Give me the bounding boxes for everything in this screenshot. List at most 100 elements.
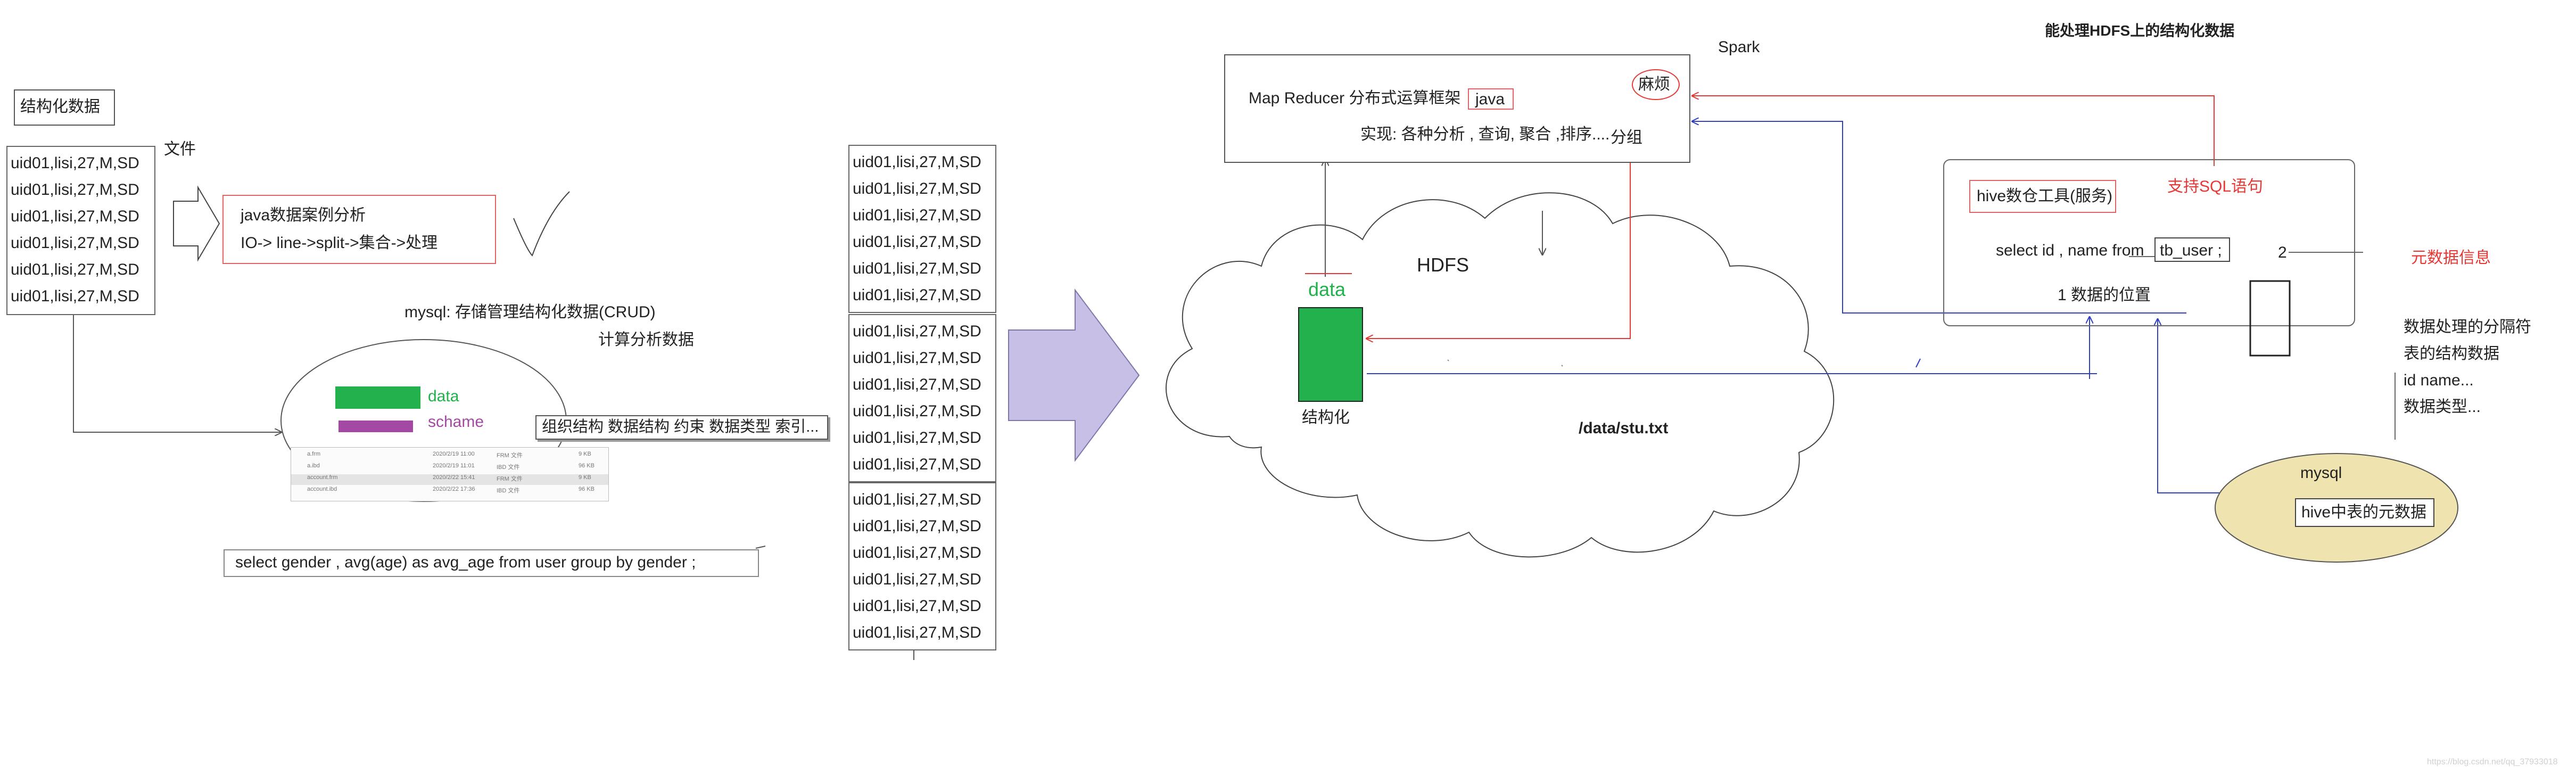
mysql-data-block — [335, 386, 420, 409]
blue-hive-to-mr-connector — [1692, 121, 2186, 314]
file-type: IBD 文件 — [497, 488, 520, 494]
sql-support-label: 支持SQL语句 — [2167, 178, 2264, 195]
java-tag: java — [1475, 90, 1505, 108]
file-list-row: a.frm 2020/2/19 11:00 FRM 文件 9 KB — [291, 451, 608, 461]
file-rows-box: uid01,lisi,27,M,SD uid01,lisi,27,M,SD ui… — [6, 146, 155, 315]
file-label: 文件 — [164, 141, 196, 158]
blue-mysql-to-hive-connector — [2158, 319, 2225, 493]
trouble-circle — [1632, 69, 1680, 100]
data-row: uid01,lisi,27,M,SD — [853, 571, 981, 588]
data-row: uid01,lisi,27,M,SD — [853, 260, 981, 277]
hdfs-path: /data/stu.txt — [1579, 419, 1669, 437]
file-row: uid01,lisi,27,M,SD — [11, 234, 139, 252]
hdfs-data-block — [1298, 307, 1363, 402]
hdfs-data-label: data — [1308, 278, 1346, 300]
data-row: uid01,lisi,27,M,SD — [853, 376, 981, 393]
file-row: uid01,lisi,27,M,SD — [11, 208, 139, 225]
org-structure-label: 组织结构 数据结构 约束 数据类型 索引... — [542, 418, 819, 435]
file-list-thumbnail: a.frm 2020/2/19 11:00 FRM 文件 9 KB a.ibd … — [291, 447, 609, 501]
data-row: uid01,lisi,27,M,SD — [853, 180, 981, 197]
hdfs-cloud — [1165, 192, 1835, 558]
data-block-2: uid01,lisi,27,M,SD uid01,lisi,27,M,SD ui… — [848, 314, 996, 482]
java-analysis-line1: java数据案例分析 — [241, 207, 366, 224]
file-row: uid01,lisi,27,M,SD — [11, 287, 139, 305]
data-row: uid01,lisi,27,M,SD — [853, 544, 981, 562]
file-list-row: account.ibd 2020/2/22 17:36 IBD 文件 96 KB — [291, 486, 608, 497]
java-analysis-line2: IO-> line->split->集合->处理 — [241, 234, 438, 252]
mysql-schame-label: schame — [428, 413, 484, 431]
metadata-item: id name... — [2404, 372, 2474, 389]
table-name: tb_user ; — [2160, 242, 2222, 259]
trouble-label: 麻烦 — [1638, 76, 1670, 93]
structured-data-title-box — [14, 89, 115, 126]
data-row: uid01,lisi,27,M,SD — [853, 153, 981, 171]
hive-query-prefix: select id , name from — [1996, 242, 2144, 259]
data-row: uid01,lisi,27,M,SD — [853, 517, 981, 535]
sql-text: select gender , avg(age) as avg_age from… — [235, 554, 696, 571]
file-date: 2020/2/22 17:36 — [433, 486, 475, 492]
data-row: uid01,lisi,27,M,SD — [853, 597, 981, 615]
file-list-row: account.frm 2020/2/22 15:41 FRM 文件 9 KB — [291, 474, 608, 485]
data-row: uid01,lisi,27,M,SD — [853, 491, 981, 508]
data-row: uid01,lisi,27,M,SD — [853, 402, 981, 420]
file-size: 96 KB — [579, 463, 595, 469]
data-block-3: uid01,lisi,27,M,SD uid01,lisi,27,M,SD ui… — [848, 482, 996, 650]
file-name: a.ibd — [307, 463, 320, 469]
file-row: uid01,lisi,27,M,SD — [11, 261, 139, 278]
mysql-schame-block — [338, 421, 413, 432]
mapreduce-box — [1224, 54, 1690, 163]
file-type: FRM 文件 — [497, 452, 523, 459]
data-row: uid01,lisi,27,M,SD — [853, 624, 981, 641]
sql-box — [224, 549, 759, 577]
mapreduce-title: Map Reducer 分布式运算框架 — [1249, 89, 1461, 107]
structured-data-title: 结构化数据 — [20, 98, 100, 116]
file-date: 2020/2/19 11:00 — [433, 451, 475, 457]
file-size: 9 KB — [579, 451, 591, 457]
mysql-meta-box — [2295, 498, 2434, 527]
data-row: uid01,lisi,27,M,SD — [853, 323, 981, 340]
file-size: 9 KB — [579, 474, 591, 481]
file-type: FRM 文件 — [497, 476, 523, 482]
metadata-item: 数据类型... — [2404, 398, 2481, 416]
mapreduce-subtitle: 实现: 各种分析 , 查询, 聚合 ,排序.... — [1360, 126, 1610, 143]
metadata-item: 表的结构数据 — [2404, 345, 2499, 362]
file-size: 96 KB — [579, 486, 595, 492]
red-mr-to-data-connector — [1367, 161, 1631, 339]
spark-label: Spark — [1718, 38, 1760, 56]
big-arrow-icon — [1008, 288, 1140, 462]
mysql-subtitle: 计算分析数据 — [598, 331, 694, 349]
hive-top-note: 能处理HDFS上的结构化数据 — [2045, 22, 2235, 39]
data-block-1: uid01,lisi,27,M,SD uid01,lisi,27,M,SD ui… — [848, 145, 996, 313]
checkmark-icon — [513, 191, 570, 257]
file-name: account.frm — [307, 474, 338, 481]
hive-tool-label: hive数仓工具(服务) — [1977, 187, 2113, 205]
data-row: uid01,lisi,27,M,SD — [853, 429, 981, 447]
data-row: uid01,lisi,27,M,SD — [853, 207, 981, 224]
watermark: https://blog.csdn.net/qq_37933018 — [2427, 757, 2558, 766]
mysql-title: mysql: 存储管理结构化数据(CRUD) — [404, 303, 656, 321]
file-row: uid01,lisi,27,M,SD — [11, 154, 139, 172]
metadata-title: 元数据信息 — [2411, 249, 2491, 267]
file-row: uid01,lisi,27,M,SD — [11, 181, 139, 199]
metadata-box — [2249, 280, 2291, 357]
hive-tool-box — [1969, 180, 2116, 213]
hdfs-label: HDFS — [1417, 254, 1469, 276]
data-row: uid01,lisi,27,M,SD — [853, 233, 981, 251]
step-2-label: 2 — [2278, 244, 2287, 261]
hdfs-structured-label: 结构化 — [1302, 409, 1350, 426]
data-row: uid01,lisi,27,M,SD — [853, 456, 981, 473]
file-list-row: a.ibd 2020/2/19 11:01 IBD 文件 96 KB — [291, 463, 608, 473]
org-structure-box — [535, 415, 828, 440]
file-name: a.frm — [307, 451, 321, 457]
file-type: IBD 文件 — [497, 464, 520, 471]
hollow-arrow-icon — [173, 185, 220, 262]
mysql-data-label: data — [428, 388, 459, 405]
mysql-meta-title: mysql — [2300, 464, 2342, 482]
table-name-box — [2154, 237, 2230, 262]
file-date: 2020/2/19 11:01 — [433, 463, 475, 469]
file-date: 2020/2/22 15:41 — [433, 474, 475, 481]
java-analysis-box — [222, 195, 496, 264]
data-position-label: 1 数据的位置 — [2058, 286, 2151, 304]
file-name: account.ibd — [307, 486, 337, 492]
